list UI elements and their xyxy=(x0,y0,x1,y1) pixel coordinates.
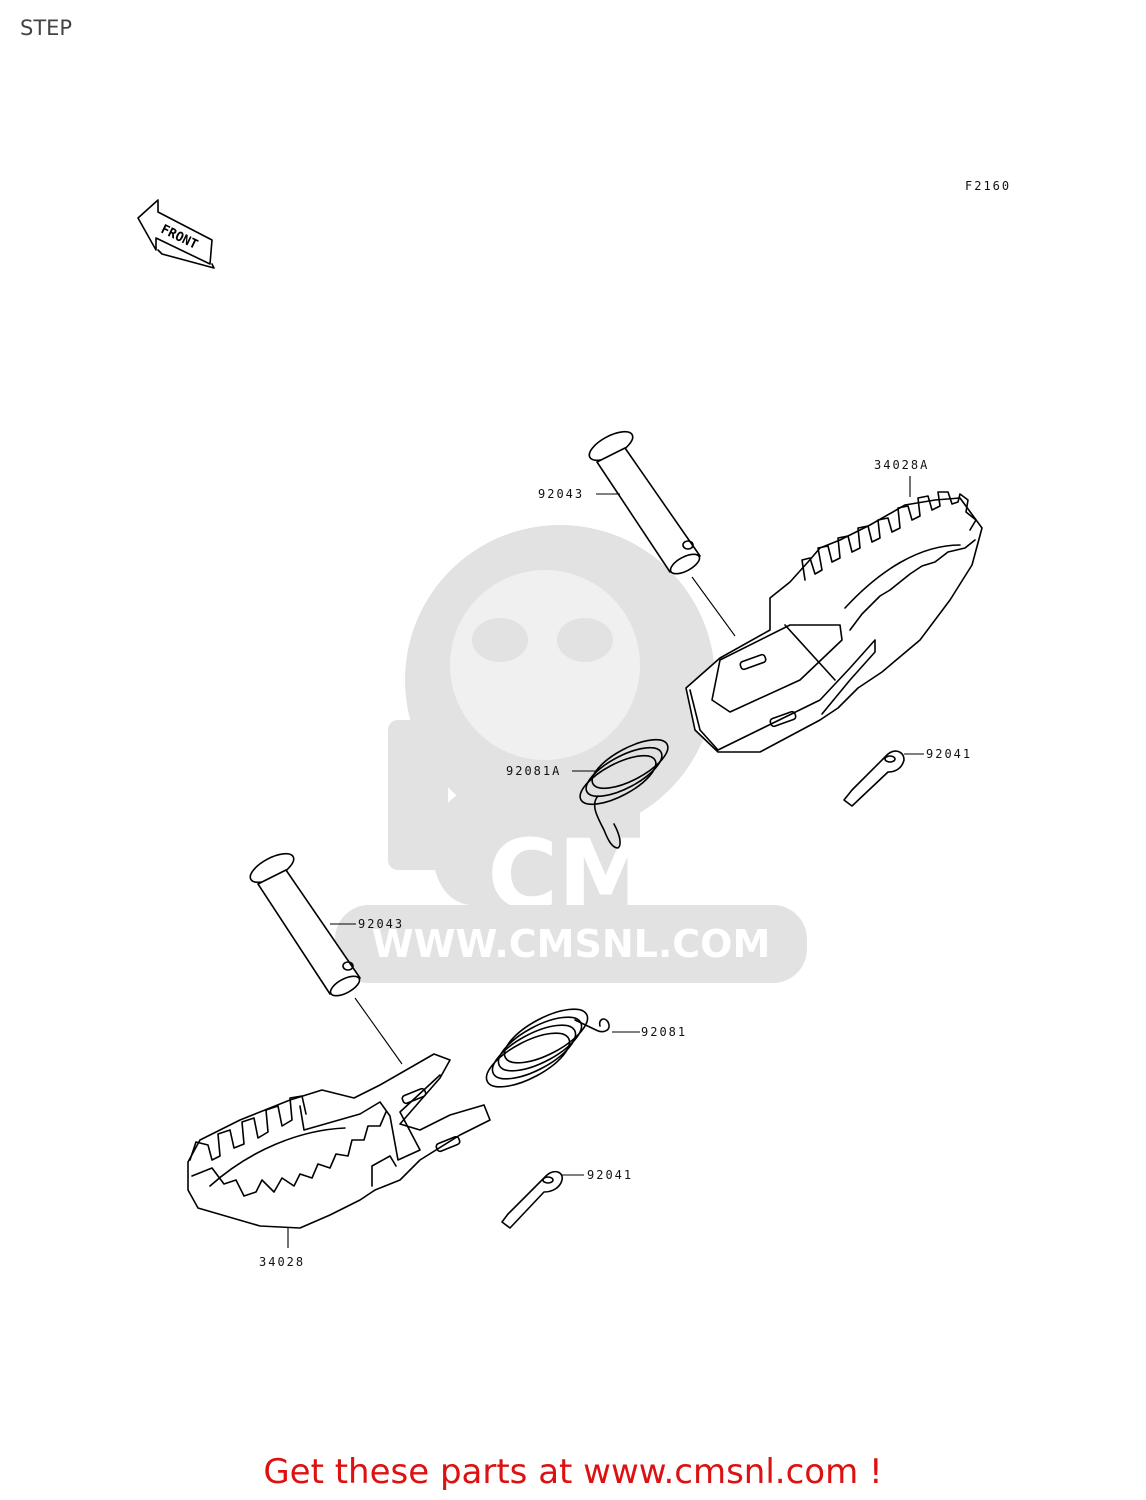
callout-step-left: 34028 xyxy=(259,1255,305,1269)
footpeg-left-icon xyxy=(187,1053,491,1229)
callout-cotter-lower: 92041 xyxy=(587,1168,633,1182)
front-arrow-icon: FRONT xyxy=(137,199,215,269)
cotter-pin-upper-icon xyxy=(843,750,905,807)
watermark-url: WWW.CMSNL.COM xyxy=(372,922,771,966)
pin-upper-icon xyxy=(588,430,701,575)
spring-upper-icon xyxy=(579,738,669,849)
pin-lower-icon xyxy=(249,852,361,997)
footpeg-right-icon xyxy=(685,491,983,753)
watermark-logo: CMS WWW.CMSNL.COM xyxy=(335,525,807,983)
cotter-pin-lower-icon xyxy=(501,1170,564,1229)
callout-pin-lower: 92043 xyxy=(358,917,404,931)
spring-lower-icon xyxy=(485,1008,610,1088)
callout-cotter-upper: 92041 xyxy=(926,747,972,761)
callout-spring-lower: 92081 xyxy=(641,1025,687,1039)
promo-link[interactable]: Get these parts at www.cmsnl.com ! xyxy=(263,1452,883,1492)
callout-spring-upper: 92081A xyxy=(506,764,561,778)
page-title: STEP xyxy=(20,16,73,40)
figure-code: F2160 xyxy=(965,179,1011,193)
callout-pin-upper: 92043 xyxy=(538,487,584,501)
callout-step-right: 34028A xyxy=(874,458,929,472)
